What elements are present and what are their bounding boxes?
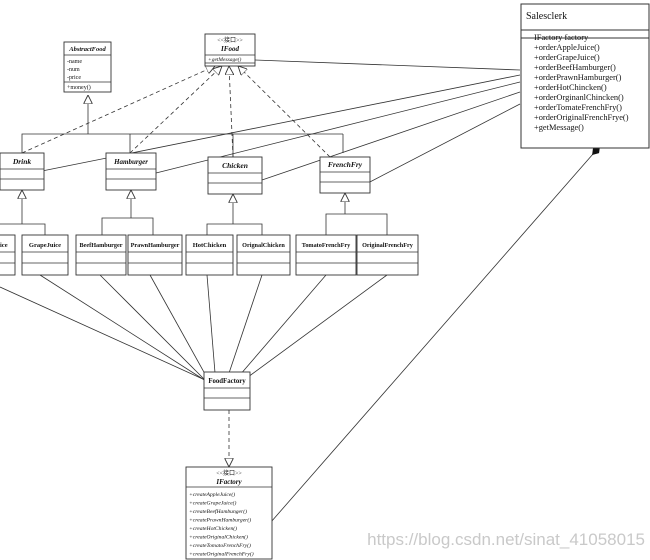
ifactory-method: +createTomatoFrenchFry() xyxy=(189,542,251,549)
salesclerk-attr: IFactory factory xyxy=(534,33,589,42)
foodfactory-dependencies xyxy=(0,274,388,386)
class-hotchicken: HotChicken xyxy=(185,234,234,276)
salesclerk-method: +orderOrginanlChincken() xyxy=(534,93,624,102)
class-chicken: Chicken xyxy=(207,156,263,195)
hotchicken-title: HotChicken xyxy=(193,242,227,249)
generalization-tree-abstractfood xyxy=(21,133,343,153)
ifactory-method: +createPrawnHamburger() xyxy=(189,517,251,524)
ifactory-method: +createOriginalFrenchFry() xyxy=(189,551,254,558)
originalfrenchfry-title: OriginalFrenchFry xyxy=(362,242,414,249)
class-beefhamburger: BeefHamburger xyxy=(75,234,127,276)
salesclerk-method: +orderGrapeJuice() xyxy=(534,53,600,62)
salesclerk-method: +orderHotChincken() xyxy=(534,83,607,92)
class-originalfrenchfry: OriginalFrenchFry xyxy=(356,234,419,276)
class-salesclerk: Salesclerk IFactory factory +orderAppleJ… xyxy=(520,3,650,149)
salesclerk-method: +orderOriginalFrenchFrye() xyxy=(534,113,629,122)
salesclerk-method: +orderPrawnHamburger() xyxy=(534,73,622,82)
class-hamburger: Hamburger xyxy=(105,152,157,191)
hamburger-title: Hamburger xyxy=(113,158,148,166)
abstractfood-attr: -num xyxy=(67,67,80,73)
class-grapejuice: GrapeJuice xyxy=(21,234,69,276)
interface-ifactory: <<接口>> IFactory +createAppleJuice() +cre… xyxy=(185,466,273,560)
abstractfood-attr: -name xyxy=(67,59,82,65)
interface-ifood: <<接口>> IFood +getMessage() xyxy=(204,33,256,67)
chicken-title: Chicken xyxy=(222,161,248,170)
salesclerk-method: +orderBeefHamburger() xyxy=(534,63,616,72)
class-tomatofrenchfry: TomatoFrenchFry xyxy=(295,234,357,276)
class-applejuice: ice xyxy=(0,234,16,276)
originalchicken-title: OrignalChicken xyxy=(242,242,285,249)
watermark-text: https://blog.csdn.net/sinat_41058015 xyxy=(367,530,645,549)
relationship-lines xyxy=(0,59,601,523)
foodfactory-title: FoodFactory xyxy=(208,378,246,385)
ifactory-method: +createAppleJuice() xyxy=(189,491,235,498)
drink-title: Drink xyxy=(12,157,32,166)
ifood-method: +getMessage() xyxy=(208,56,242,63)
prawnhamburger-title: PrawnHamburger xyxy=(131,242,180,249)
abstractfood-attr: -price xyxy=(67,75,81,81)
ifood-stereotype: <<接口>> xyxy=(217,36,243,44)
ifactory-title: IFactory xyxy=(215,478,242,486)
class-drink: Drink xyxy=(0,152,45,191)
ifactory-method: +createHotChicken() xyxy=(189,525,237,532)
salesclerk-title: Salesclerk xyxy=(526,11,567,22)
class-abstractfood: AbstractFood -name -num -price +money() xyxy=(63,41,112,93)
ifactory-method: +createGrapeJuice() xyxy=(189,500,236,507)
realization-ifood xyxy=(21,66,331,158)
tree-frenchfry xyxy=(325,213,388,235)
aggregation-salesclerk-ifactory xyxy=(270,145,601,523)
ifactory-stereotype: <<接口>> xyxy=(216,469,242,477)
abstractfood-method: +money() xyxy=(67,84,91,91)
salesclerk-method: +orderAppleJuice() xyxy=(534,43,600,52)
tomatofrenchfry-title: TomatoFrenchFry xyxy=(302,242,351,249)
ifactory-method: +createOriginalChicken() xyxy=(189,534,248,541)
applejuice-title: ice xyxy=(0,242,8,249)
tree-chicken xyxy=(206,223,263,235)
abstractfood-title: AbstractFood xyxy=(68,46,106,53)
tree-drink xyxy=(0,223,46,235)
ifood-title: IFood xyxy=(220,45,239,53)
beefhamburger-title: BeefHamburger xyxy=(80,242,123,249)
class-frenchfry: FrenchFry xyxy=(319,156,371,194)
grapejuice-title: GrapeJuice xyxy=(29,242,61,249)
salesclerk-method: +getMessage() xyxy=(534,123,584,132)
class-originalchicken: OrignalChicken xyxy=(236,234,291,276)
salesclerk-method: +orderTomateFrenchFry() xyxy=(534,103,622,112)
ifactory-method: +createBeefHambunger() xyxy=(189,508,247,515)
class-foodfactory: FoodFactory xyxy=(203,371,251,411)
class-prawnhamburger: PrawnHamburger xyxy=(127,234,183,276)
tree-hamburger xyxy=(101,217,154,235)
frenchfry-title: FrenchFry xyxy=(328,160,363,169)
